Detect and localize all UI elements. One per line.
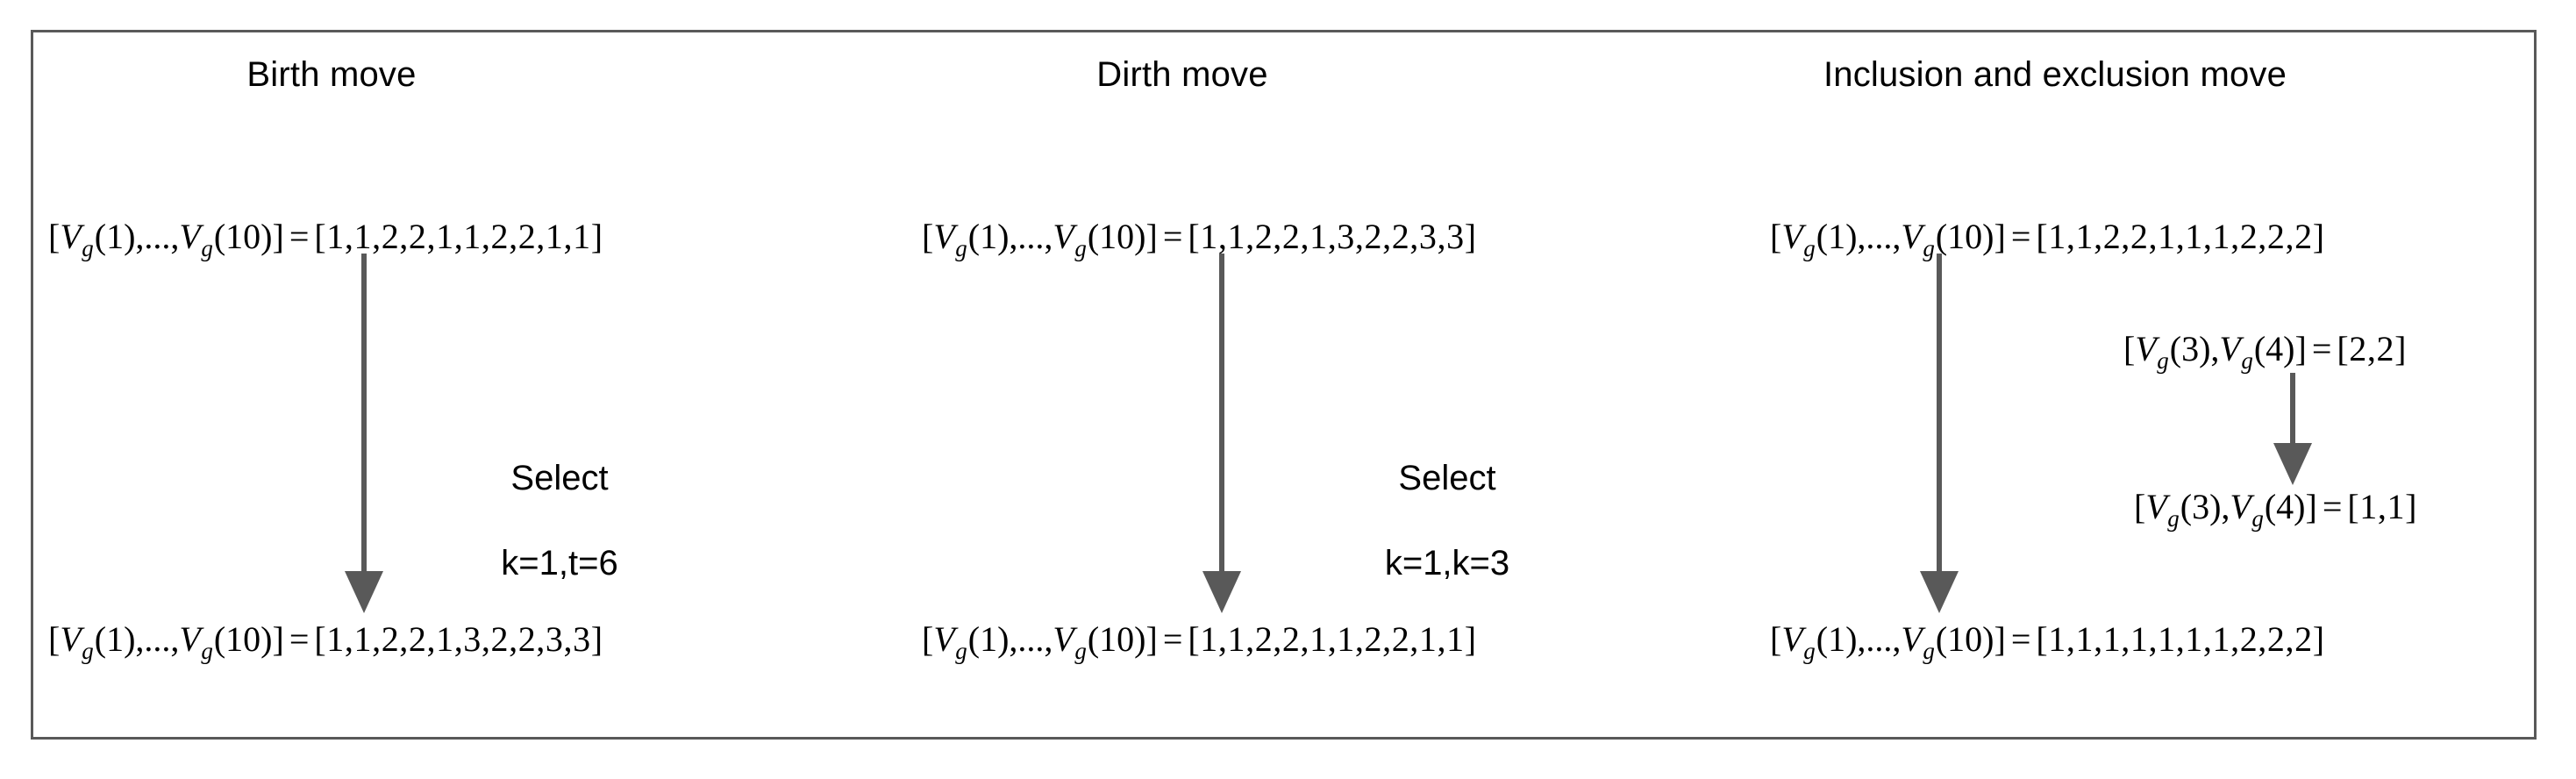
annotation-birth-line1: Select — [510, 458, 609, 497]
column-title-inclusion-exclusion-move: Inclusion and exclusion move — [1823, 55, 2287, 94]
annotation-birth-line2: k=1,t=6 — [501, 544, 618, 583]
formula-incl-bottom: [Vg(1),...,Vg(10)]=[1,1,1,1,1,1,1,2,2,2] — [1770, 622, 2325, 663]
formula-incl-top: [Vg(1),...,Vg(10)]=[1,1,2,2,1,1,1,2,2,2] — [1770, 219, 2325, 261]
column-title-birth-move: Birth move — [246, 55, 417, 94]
equals-sign: = — [2010, 217, 2031, 256]
figure-container: Birth move [Vg(1),...,Vg(10)]=[1,1,2,2,1… — [31, 30, 2537, 740]
annotation-birth-select: Select k=1,t=6 — [402, 414, 717, 628]
arrow-down-inclusion — [1917, 254, 1961, 615]
formula-incl-bottom-lhs: [Vg(1),...,Vg(10)] — [1770, 619, 2006, 664]
formula-dirth-top-rhs: [1,1,2,2,1,3,2,2,3,3] — [1188, 217, 1477, 256]
formula-dirth-bottom: [Vg(1),...,Vg(10)]=[1,1,2,2,1,1,2,2,1,1] — [922, 622, 1477, 663]
formula-dirth-bottom-rhs: [1,1,2,2,1,1,2,2,1,1] — [1188, 619, 1477, 659]
formula-dirth-top-lhs: [Vg(1),...,Vg(10)] — [922, 217, 1158, 261]
formula-birth-top-rhs: [1,1,2,2,1,1,2,2,1,1] — [314, 217, 603, 256]
formula-incl-side-bottom: [Vg(3),Vg(4)]=[1,1] — [2134, 490, 2417, 531]
equals-sign: = — [289, 217, 310, 256]
arrow-down-birth — [342, 254, 386, 615]
formula-incl-side-top-rhs: [2,2] — [2337, 329, 2408, 368]
formula-birth-bottom-rhs: [1,1,2,2,1,3,2,2,3,3] — [314, 619, 603, 659]
annotation-dirth-select: Select k=1,k=3 — [1272, 414, 1623, 628]
formula-incl-top-rhs: [1,1,2,2,1,1,1,2,2,2] — [2036, 217, 2325, 256]
arrow-down-inclusion-side — [2271, 373, 2315, 487]
equals-sign: = — [1162, 619, 1183, 659]
equals-sign: = — [2322, 487, 2343, 526]
column-title-dirth-move: Dirth move — [1096, 55, 1268, 94]
formula-incl-top-lhs: [Vg(1),...,Vg(10)] — [1770, 217, 2006, 261]
equals-sign: = — [2311, 329, 2332, 368]
formula-dirth-bottom-lhs: [Vg(1),...,Vg(10)] — [922, 619, 1158, 664]
formula-incl-bottom-rhs: [1,1,1,1,1,1,1,2,2,2] — [2036, 619, 2325, 659]
formula-incl-side-top: [Vg(3),Vg(4)]=[2,2] — [2123, 332, 2407, 373]
formula-dirth-top: [Vg(1),...,Vg(10)]=[1,1,2,2,1,3,2,2,3,3] — [922, 219, 1477, 261]
formula-birth-top: [Vg(1),...,Vg(10)]=[1,1,2,2,1,1,2,2,1,1] — [48, 219, 603, 261]
equals-sign: = — [2010, 619, 2031, 659]
equals-sign: = — [1162, 217, 1183, 256]
formula-birth-top-lhs: [Vg(1),...,Vg(10)] — [48, 217, 284, 261]
annotation-dirth-line1: Select — [1398, 458, 1496, 497]
formula-incl-side-bottom-rhs: [1,1] — [2347, 487, 2418, 526]
formula-birth-bottom-lhs: [Vg(1),...,Vg(10)] — [48, 619, 284, 664]
equals-sign: = — [289, 619, 310, 659]
annotation-dirth-line2: k=1,k=3 — [1384, 544, 1510, 583]
formula-incl-side-top-lhs: [Vg(3),Vg(4)] — [2123, 329, 2307, 374]
formula-birth-bottom: [Vg(1),...,Vg(10)]=[1,1,2,2,1,3,2,2,3,3] — [48, 622, 603, 663]
formula-incl-side-bottom-lhs: [Vg(3),Vg(4)] — [2134, 487, 2317, 532]
arrow-down-dirth — [1200, 254, 1244, 615]
